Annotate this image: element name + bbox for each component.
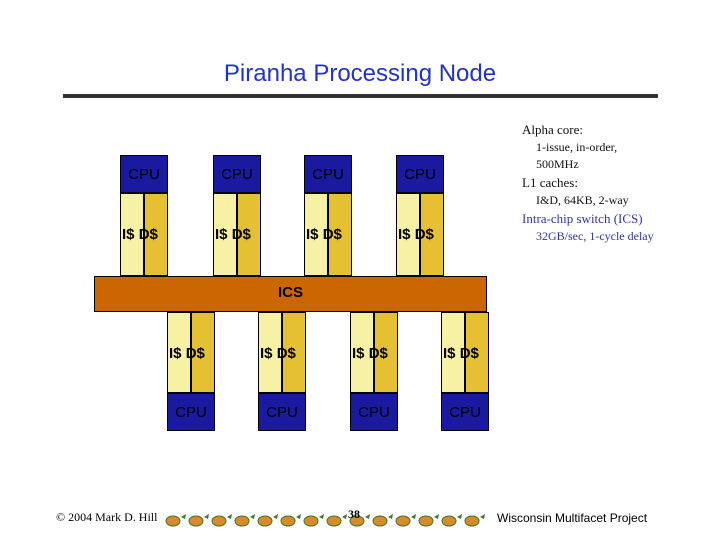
icache-label: I$ xyxy=(169,345,182,362)
dcache-label: D$ xyxy=(459,345,479,362)
dcache-block xyxy=(374,312,398,393)
footer-copyright: © 2004 Mark D. Hill xyxy=(56,510,158,524)
cache-label: I$ D$ xyxy=(443,345,479,362)
dcache-block xyxy=(282,312,306,393)
icache-block xyxy=(167,312,191,393)
footer-project: Wisconsin Multifacet Project xyxy=(497,511,648,525)
slide-title: Piranha Processing Node xyxy=(223,60,497,87)
cache-label: I$ D$ xyxy=(215,226,251,243)
cpu-label: CPU xyxy=(449,404,481,421)
icache-label: I$ xyxy=(306,226,319,243)
note-intra-chip-switch: Intra-chip switch (ICS) xyxy=(522,211,643,226)
cpu-block: CPU xyxy=(441,393,489,431)
cpu-block: CPU xyxy=(396,155,444,193)
dcache-label: D$ xyxy=(231,226,251,243)
cpu-block: CPU xyxy=(350,393,398,431)
dcache-block xyxy=(191,312,215,393)
notes-panel: Alpha core: 1-issue, in-order, 500MHz L1… xyxy=(522,120,712,245)
cpu-block: CPU xyxy=(258,393,306,431)
dcache-label: D$ xyxy=(414,226,434,243)
cache-label: I$ D$ xyxy=(398,226,434,243)
cpu-label: CPU xyxy=(312,166,344,183)
cpu-label: CPU xyxy=(358,404,390,421)
dcache-block xyxy=(144,193,168,276)
cache-label: I$ D$ xyxy=(260,345,296,362)
icache-block xyxy=(396,193,420,276)
decorative-border xyxy=(165,514,485,527)
icache-label: I$ xyxy=(398,226,411,243)
icache-label: I$ xyxy=(260,345,273,362)
icache-block xyxy=(213,193,237,276)
icache-block xyxy=(350,312,374,393)
cache-label: I$ D$ xyxy=(306,226,342,243)
cpu-block: CPU xyxy=(213,155,261,193)
cache-label: I$ D$ xyxy=(122,226,158,243)
icache-label: I$ xyxy=(215,226,228,243)
icache-label: I$ xyxy=(122,226,135,243)
cpu-label: CPU xyxy=(404,166,436,183)
dcache-label: D$ xyxy=(368,345,388,362)
icache-block xyxy=(304,193,328,276)
cache-label: I$ D$ xyxy=(169,345,205,362)
note-alpha-core: Alpha core: xyxy=(522,122,584,137)
cpu-label: CPU xyxy=(221,166,253,183)
icache-label: I$ xyxy=(443,345,456,362)
dcache-block xyxy=(465,312,489,393)
cpu-block: CPU xyxy=(167,393,215,431)
cpu-block: CPU xyxy=(120,155,168,193)
dcache-label: D$ xyxy=(276,345,296,362)
dcache-block xyxy=(237,193,261,276)
dcache-label: D$ xyxy=(185,345,205,362)
cpu-label: CPU xyxy=(266,404,298,421)
note-alpha-core-detail-2: 500MHz xyxy=(536,157,579,171)
dcache-label: D$ xyxy=(138,226,158,243)
icache-label: I$ xyxy=(352,345,365,362)
dcache-block xyxy=(420,193,444,276)
page-number: 38 xyxy=(348,507,360,521)
cpu-block: CPU xyxy=(304,155,352,193)
icache-block xyxy=(258,312,282,393)
cpu-label: CPU xyxy=(175,404,207,421)
intra-chip-switch-bar xyxy=(94,276,487,312)
note-alpha-core-detail-1: 1-issue, in-order, xyxy=(536,140,618,154)
dcache-label: D$ xyxy=(322,226,342,243)
cpu-label: CPU xyxy=(128,166,160,183)
icache-block xyxy=(441,312,465,393)
dcache-block xyxy=(328,193,352,276)
title-rule xyxy=(63,94,658,98)
cache-label: I$ D$ xyxy=(352,345,388,362)
note-l1-caches: L1 caches: xyxy=(522,175,578,190)
icache-block xyxy=(120,193,144,276)
note-l1-caches-detail: I&D, 64KB, 2-way xyxy=(536,193,629,207)
note-ics-detail: 32GB/sec, 1-cycle delay xyxy=(536,229,654,243)
ics-label: ICS xyxy=(277,284,303,301)
